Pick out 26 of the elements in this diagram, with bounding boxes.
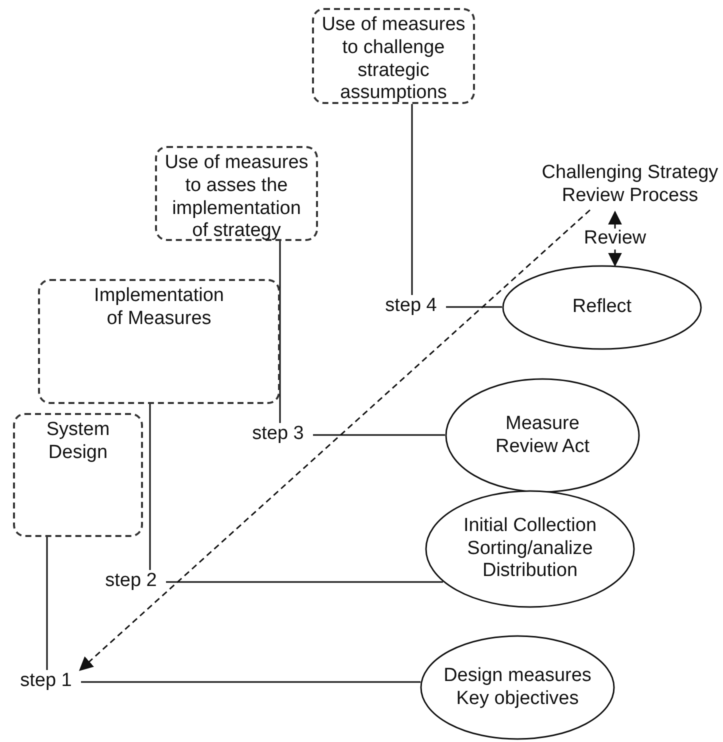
connector-line	[279, 241, 281, 423]
node-text: Design measures Key objectives	[442, 664, 592, 710]
process-label: Challenging Strategy Review Process	[540, 162, 720, 210]
step-label: step 2	[100, 570, 162, 594]
connector-line	[411, 104, 413, 295]
dashed-box: System Design	[13, 413, 143, 537]
process-ellipse	[502, 265, 702, 350]
connector-line	[446, 306, 502, 308]
connector-line	[313, 434, 445, 436]
process-ellipse	[445, 378, 640, 493]
node-text: Initial Collection Sorting/analize Distribution	[462, 514, 598, 584]
dashed-box: Implementation of Measures	[38, 279, 280, 404]
arrow	[78, 209, 590, 671]
step-label: step 3	[247, 423, 309, 447]
step-label: step 1	[15, 670, 77, 694]
connector-line	[166, 581, 443, 583]
process-ellipse	[420, 635, 615, 740]
node-text: Measure Review Act	[494, 412, 590, 458]
connector-line	[149, 404, 151, 570]
dashed-box: Use of measures to asses the implementation of strategy	[155, 146, 318, 241]
dashed-box: Use of measures to challenge strategic assumptions	[312, 8, 475, 104]
process-ellipse	[425, 490, 635, 608]
node-text: Reflect	[571, 296, 633, 319]
connector-line	[81, 681, 421, 683]
step-label: step 4	[380, 295, 442, 319]
connector-line	[46, 537, 48, 670]
